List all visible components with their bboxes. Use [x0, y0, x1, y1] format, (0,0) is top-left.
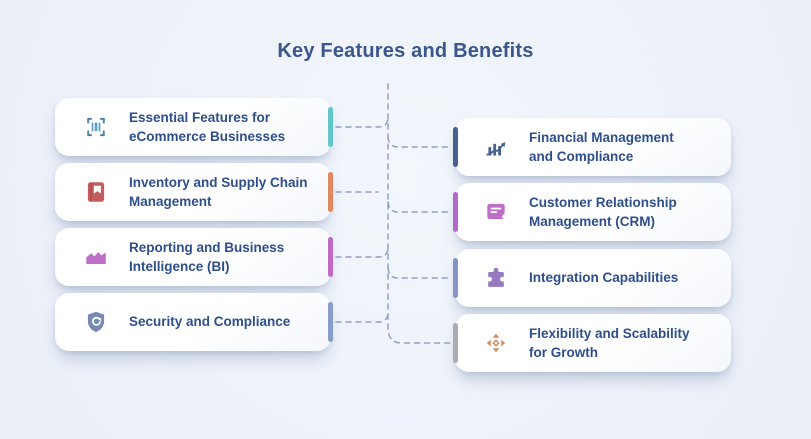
- card-accent-bar: [328, 107, 333, 147]
- connector-spine: [387, 83, 453, 344]
- card-accent-bar: [328, 302, 333, 342]
- feature-card-reporting-bi: Reporting and Business Intelligence (BI): [55, 228, 333, 286]
- card-accent-bar: [328, 237, 333, 277]
- puzzle-icon: [481, 263, 511, 293]
- connector-right-1: [387, 136, 453, 148]
- feature-card-label: Essential Features for eCommerce Busines…: [129, 109, 286, 144]
- card-accent-bar: [328, 172, 333, 212]
- bar-chart-arrow-icon: [481, 132, 511, 162]
- feature-card-crm: Customer Relationship Management (CRM): [453, 183, 731, 241]
- feature-card-label: Integration Capabilities: [529, 270, 679, 286]
- feature-card-label: Inventory and Supply Chain Management: [129, 174, 308, 209]
- barcode-icon: [81, 112, 111, 142]
- connector-right-2: [387, 201, 453, 213]
- feature-card-label: Flexibility and Scalability for Growth: [529, 325, 690, 360]
- card-accent-bar: [453, 192, 458, 232]
- feature-card-flexibility: Flexibility and Scalability for Growth: [453, 314, 731, 372]
- card-accent-bar: [453, 127, 458, 167]
- connector-left-3: [335, 248, 389, 258]
- feature-card-label: Financial Management and Compliance: [529, 129, 674, 164]
- shield-refresh-icon: [81, 307, 111, 337]
- page-title: Key Features and Benefits: [277, 40, 534, 62]
- move-arrows-icon: [481, 328, 511, 358]
- connector-left-4: [335, 313, 389, 323]
- feature-card-label: Security and Compliance: [129, 314, 291, 330]
- crm-card-icon: [481, 197, 511, 227]
- connector-right-3: [387, 267, 453, 279]
- feature-card-essential-features: Essential Features for eCommerce Busines…: [55, 98, 333, 156]
- connector-left-1: [335, 118, 389, 128]
- card-accent-bar: [453, 258, 458, 298]
- feature-card-security: Security and Compliance: [55, 293, 333, 351]
- feature-card-label: Customer Relationship Management (CRM): [529, 194, 677, 229]
- card-accent-bar: [453, 323, 458, 363]
- feature-card-label: Reporting and Business Intelligence (BI): [129, 239, 285, 274]
- area-chart-icon: [81, 242, 111, 272]
- feature-card-financial: Financial Management and Compliance: [453, 118, 731, 176]
- feature-card-integration: Integration Capabilities: [453, 249, 731, 307]
- book-icon: [81, 177, 111, 207]
- feature-card-inventory: Inventory and Supply Chain Management: [55, 163, 333, 221]
